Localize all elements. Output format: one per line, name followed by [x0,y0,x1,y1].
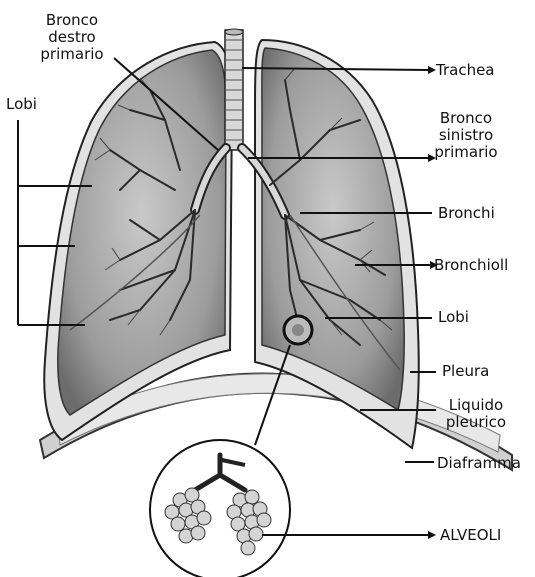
label-liquido-pleurico: Liquido pleurico [438,397,514,431]
label-bronchi: Bronchi [438,205,495,222]
label-bronco-destro-primario: Bronco destro primario [30,12,114,63]
label-line: primario [428,144,504,161]
label-line: sinistro [428,127,504,144]
label-lobi-left: Lobi [6,96,37,113]
label-line: Bronco [428,110,504,127]
label-diaframma: Diaframma [437,455,521,472]
label-line: primario [30,46,114,63]
label-line: Liquido [438,397,514,414]
right-lung [58,50,226,415]
label-line: pleurico [438,414,514,431]
label-pleura: Pleura [442,363,489,380]
label-bronchioli: Bronchioll [434,257,508,274]
label-line: Bronco [30,12,114,29]
label-alveoli: ALVEOLI [440,527,501,544]
alveoli-magnified [150,440,290,577]
label-bronco-sinistro-primario: Bronco sinistro primario [428,110,504,161]
label-lobi-right: Lobi [438,309,469,326]
label-line: destro [30,29,114,46]
label-trachea: Trachea [436,62,495,79]
